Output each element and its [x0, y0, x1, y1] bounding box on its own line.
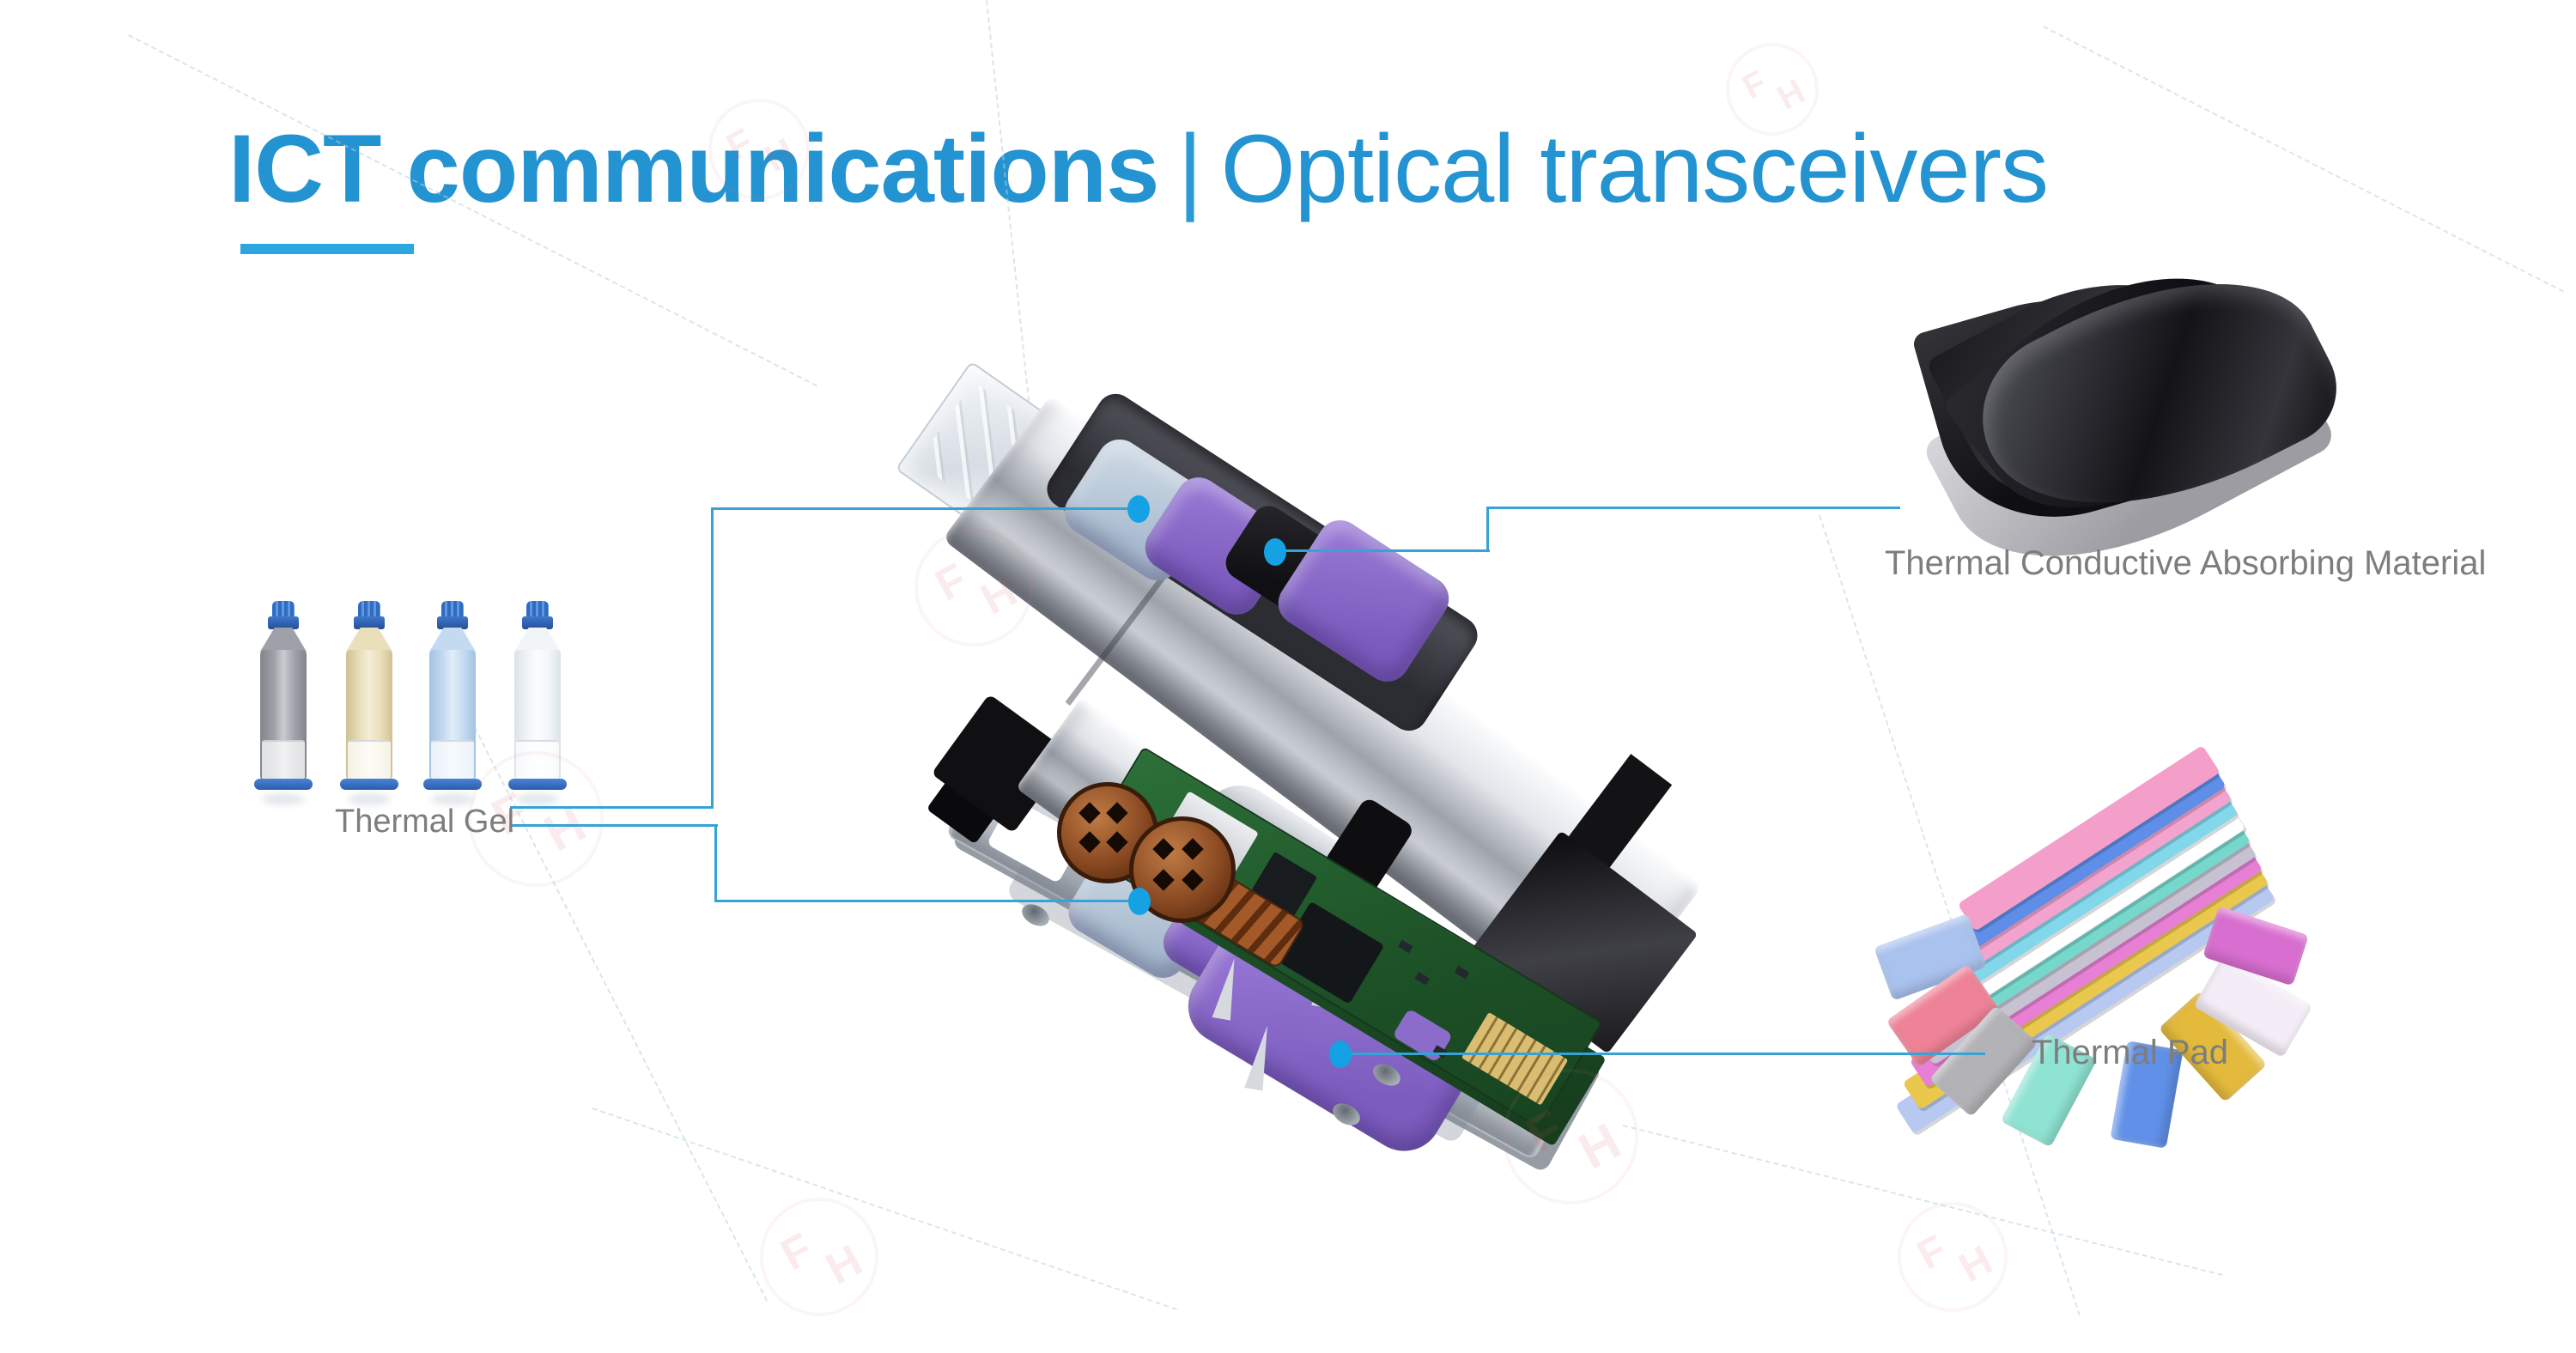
callout-line-gel-bottom-h2: [714, 900, 1150, 902]
syringe-cap-icon: [272, 601, 295, 618]
watermark-letter-h: H: [818, 1235, 871, 1295]
callout-line-absorbing-h1: [1269, 549, 1490, 552]
callout-line-gel-top-h1: [510, 806, 713, 809]
syringe-clear-band: [516, 740, 559, 780]
pcb-passive: [1454, 966, 1470, 980]
syringe-reflection: [348, 793, 391, 805]
callout-line-gel-top-v: [711, 507, 714, 809]
syringe-cap-icon: [526, 601, 549, 618]
syringe-cap-icon: [358, 601, 380, 618]
watermark-letter-f: F: [773, 1223, 821, 1281]
syringe-cap-base: [268, 616, 299, 629]
label-absorbing-material: Thermal Conductive Absorbing Material: [1885, 544, 2487, 582]
watermark-letter-f: F: [1517, 1098, 1572, 1165]
title-underline: [240, 244, 414, 254]
syringe-light-blue: [423, 601, 482, 811]
syringe-flange: [423, 779, 482, 790]
brand-watermark: F H: [738, 1176, 900, 1338]
callout-line-gel-bottom-v: [714, 824, 717, 902]
syringe-flange: [508, 779, 567, 790]
watermark-letter-h: H: [534, 794, 595, 863]
label-thermal-pad: Thermal Pad: [2032, 1034, 2228, 1071]
syringe-clear-band: [262, 740, 305, 780]
watermark-letter-h: H: [973, 566, 1025, 625]
callout-line-absorbing-h2: [1486, 507, 1900, 509]
syringe-gray: [254, 601, 313, 811]
title-segment-regular: Optical transceivers: [1220, 115, 2049, 222]
watermark-letter-f: F: [1736, 63, 1773, 107]
watermark-letter-f: F: [1910, 1226, 1954, 1279]
title-segment-bold: ICT communications: [228, 115, 1159, 222]
watermark-letter-h: H: [1569, 1112, 1630, 1180]
pcb-passive: [1414, 972, 1431, 986]
syringe-shoulder: [429, 628, 476, 652]
syringe-reflection: [516, 793, 559, 805]
watermark-letter-f: F: [720, 120, 760, 169]
thermal-gel-syringes-image: [254, 601, 580, 816]
syringe-cap-base: [437, 616, 468, 629]
syringe-clear: [508, 601, 567, 811]
dashed-guide-line: [592, 1107, 1177, 1311]
syringe-shoulder: [514, 628, 561, 652]
callout-line-gel-top-h2: [711, 507, 1149, 510]
osa-copper-disc-1: [1057, 782, 1158, 883]
syringe-shoulder: [260, 628, 307, 652]
callout-dot-absorbing-pad: [1264, 538, 1286, 566]
syringe-cap-base: [522, 616, 553, 629]
callout-line-gel-bottom-h1: [510, 824, 718, 827]
syringe-flange: [340, 779, 398, 790]
syringe-cream: [340, 601, 398, 811]
syringe-clear-band: [348, 740, 391, 780]
watermark-letter-h: H: [1952, 1237, 2000, 1292]
callout-dot-bottom-gel-pad: [1128, 888, 1151, 915]
syringe-flange: [254, 779, 313, 790]
syringe-cap-base: [354, 616, 385, 629]
syringe-clear-band: [431, 740, 474, 780]
watermark-letter-f: F: [927, 554, 975, 611]
label-thermal-gel: Thermal Gel: [335, 804, 515, 840]
watermark-letter-h: H: [1771, 72, 1812, 118]
syringe-reflection: [262, 793, 305, 805]
syringe-shoulder: [346, 628, 392, 652]
brand-watermark: F H: [1878, 1182, 2027, 1332]
title-separator: |: [1177, 115, 1202, 222]
watermark-letter-h: H: [757, 130, 802, 181]
callout-line-thermal-pad: [1334, 1053, 1985, 1055]
pcb-passive: [1398, 939, 1413, 954]
syringe-cap-icon: [441, 601, 464, 618]
page-title: ICT communications|Optical transceivers: [228, 115, 2049, 222]
callout-dot-top-gel-pad: [1127, 495, 1150, 523]
dashed-guide-line: [2043, 26, 2564, 293]
callout-dot-bottom-thermal-pad: [1329, 1041, 1352, 1068]
syringe-reflection: [431, 793, 474, 805]
callout-line-absorbing-v: [1486, 507, 1489, 552]
